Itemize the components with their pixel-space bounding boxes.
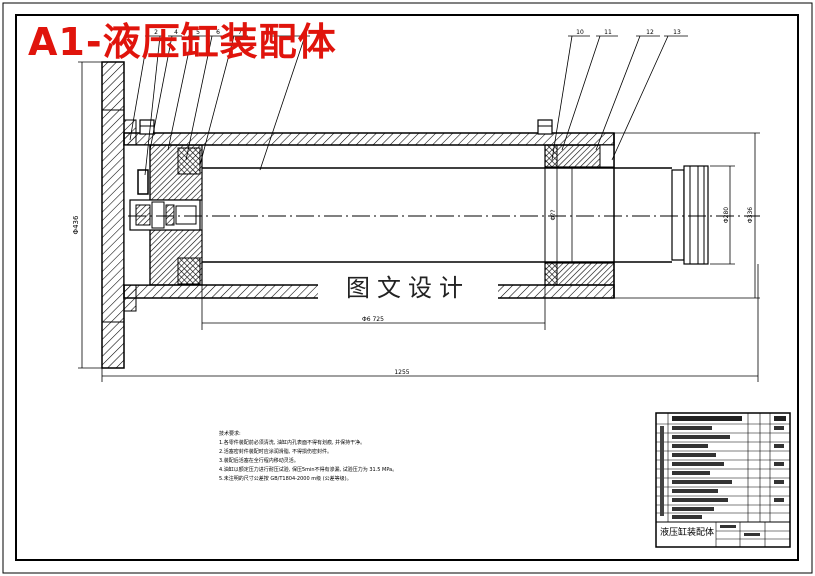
part-number-12: 12: [646, 29, 654, 36]
title-block: [655, 412, 791, 548]
notes-line: 1.各零件装配前必须清洗, 油缸内孔表面不得有划痕, 并保持干净。: [219, 440, 366, 446]
port-top-left: [139, 119, 155, 135]
part-number-13: 13: [673, 29, 681, 36]
dimension-lines: [78, 61, 760, 382]
piston-rod: [201, 165, 709, 265]
technical-requirements: 技术要求: 1.各零件装配前必须清洗, 油缸内孔表面不得有划痕, 并保持干净。 …: [219, 430, 459, 484]
part-number-2: 2: [154, 29, 158, 36]
notes-line: 4.油缸以额定压力进行耐压试验, 保压5min不得有渗漏, 试验压力为 31.5…: [219, 467, 398, 473]
notes-line: 3.装配后活塞在全行程内移动灵活。: [219, 458, 299, 464]
title-block-name: 液压缸装配体: [660, 528, 715, 538]
port-top-right: [537, 119, 553, 135]
piston-assembly: [123, 144, 203, 286]
part-number-7: 7: [238, 29, 242, 36]
leader-lines: [129, 35, 688, 176]
drawing-title: A1-液压缸装配体: [28, 20, 337, 64]
part-number-5: 5: [196, 29, 200, 36]
dim-overall-length: 1255: [394, 369, 409, 376]
notes-line: 2.活塞密封件装配时应涂润滑脂, 不得损伤密封件。: [219, 449, 332, 455]
part-number-10: 10: [576, 29, 584, 36]
part-number-11: 11: [604, 29, 612, 36]
notes-line: 5.未注明的尺寸公差按 GB/T1804-2000 m级 (公差等级)。: [219, 476, 352, 482]
part-number-6: 6: [216, 29, 220, 36]
gland-assembly: [544, 133, 615, 298]
dim-cylinder-outer: Φ336: [747, 207, 754, 223]
dim-flange-diameter: Φ436: [72, 215, 80, 234]
dim-rod-diameter: Φ280: [723, 207, 730, 223]
dim-stroke: Φ6 725: [362, 316, 384, 323]
dim-piston-bore: Φ??: [550, 209, 557, 220]
part-number-4: 4: [174, 29, 178, 36]
watermark: 图文设计: [318, 266, 498, 310]
mounting-flange: [101, 61, 125, 369]
inner-border: [15, 14, 799, 561]
notes-heading: 技术要求:: [219, 431, 241, 437]
